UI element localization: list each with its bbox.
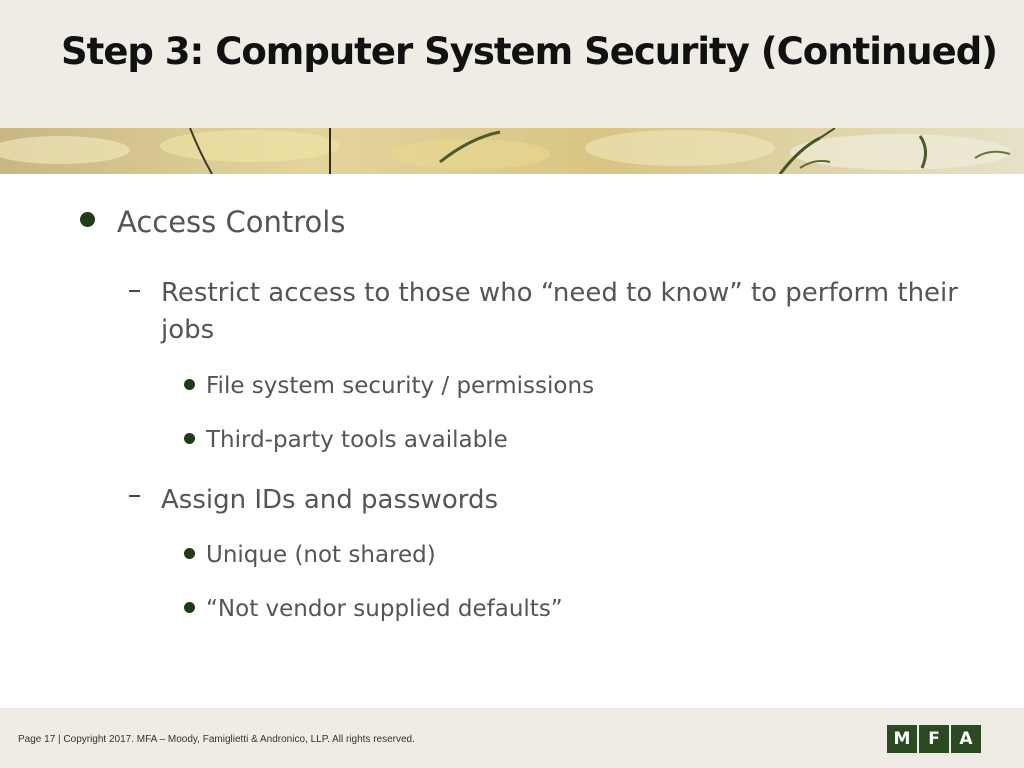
logo-letter-a: A (959, 729, 973, 749)
level2-dash (129, 290, 140, 292)
level1-bullet (80, 212, 95, 227)
level2-dash (129, 495, 140, 497)
level1-text: Access Controls (117, 205, 346, 239)
level2-text-line1: Assign IDs and passwords (161, 485, 499, 515)
mfa-logo: M F A (887, 725, 981, 753)
banner-artwork (0, 128, 1024, 174)
level2-text-line2: jobs (161, 315, 215, 345)
logo-separator (917, 725, 919, 753)
logo-letter-f: F (928, 729, 940, 749)
slide-footer: Page 17 | Copyright 2017. MFA – Moody, F… (0, 708, 1024, 768)
decorative-banner-image (0, 128, 1024, 174)
slide-content: Access Controls Restrict access to those… (0, 174, 1024, 708)
level3-text: Unique (not shared) (206, 542, 436, 568)
level2-text-line1: Restrict access to those who “need to kn… (161, 278, 958, 308)
logo-separator (949, 725, 951, 753)
logo-letter-m: M (893, 729, 911, 749)
level3-bullet (184, 433, 195, 444)
footer-copyright: Page 17 | Copyright 2017. MFA – Moody, F… (18, 734, 415, 745)
level3-bullet (184, 602, 195, 613)
level3-text: Third-party tools available (206, 427, 508, 453)
level3-bullet (184, 379, 195, 390)
title-band: Step 3: Computer System Security (Contin… (0, 0, 1024, 128)
level3-bullet (184, 548, 195, 559)
slide-title: Step 3: Computer System Security (Contin… (61, 30, 998, 73)
level3-text: “Not vendor supplied defaults” (206, 596, 563, 622)
level3-text: File system security / permissions (206, 373, 595, 399)
